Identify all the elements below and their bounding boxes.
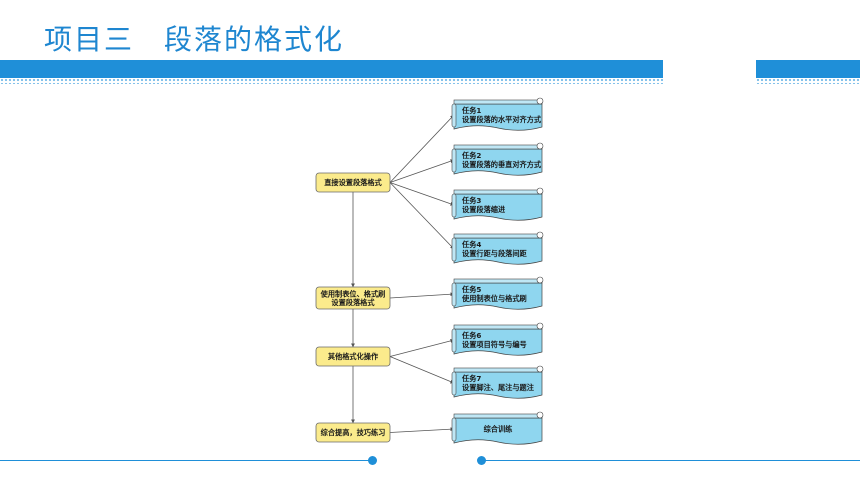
edge-L1-R2 bbox=[389, 159, 455, 183]
scroll-left-roll bbox=[451, 282, 457, 307]
scroll-left-roll bbox=[451, 148, 457, 173]
header-band-left bbox=[0, 60, 663, 84]
node-label-line: 任务4 bbox=[461, 240, 481, 249]
scroll-top-roll bbox=[453, 144, 543, 150]
footer-dot-right bbox=[477, 456, 486, 465]
edge-L4-R8 bbox=[389, 427, 455, 433]
node-label-line: 设置行距与段落间距 bbox=[462, 249, 528, 258]
scroll-curl-right bbox=[536, 142, 544, 150]
scroll-left-roll bbox=[451, 417, 457, 442]
node-label-line: 使用制表位、格式刷 bbox=[320, 289, 386, 298]
scroll-top-roll bbox=[453, 413, 543, 419]
node-label-line: 设置项目符号与编号 bbox=[462, 340, 527, 349]
node-label-line: 设置段落的垂直对齐方式 bbox=[462, 160, 542, 169]
scroll-curl-right bbox=[536, 276, 544, 284]
scroll-curl-right bbox=[536, 97, 544, 105]
node-label-line: 综合训练 bbox=[484, 425, 514, 434]
scroll-curl-right bbox=[536, 365, 544, 373]
edge-L2-R5 bbox=[389, 292, 455, 299]
diagram-edges bbox=[351, 114, 455, 433]
left-node-box bbox=[315, 346, 391, 367]
node-label-line: 任务6 bbox=[461, 331, 481, 340]
node-label-line: 设置段落缩进 bbox=[462, 205, 506, 214]
node-label-line: 直接设置段落格式 bbox=[324, 178, 382, 187]
scroll-left-roll bbox=[451, 193, 457, 218]
node-label-line: 其他格式化操作 bbox=[328, 352, 379, 361]
scroll-body bbox=[453, 371, 543, 399]
node-label-line: 任务7 bbox=[461, 374, 481, 383]
node-label-line: 设置脚注、尾注与题注 bbox=[462, 383, 535, 392]
scroll-body bbox=[453, 417, 543, 445]
node-label-line: 设置段落格式 bbox=[331, 298, 375, 307]
scroll-body bbox=[453, 328, 543, 356]
left-node-box bbox=[315, 422, 391, 443]
scroll-body bbox=[453, 148, 543, 176]
scroll-top-roll bbox=[453, 189, 543, 195]
edge-L1-R1 bbox=[389, 114, 455, 183]
scroll-left-roll bbox=[451, 371, 457, 396]
scroll-left-roll bbox=[451, 103, 457, 128]
scroll-top-roll bbox=[453, 278, 543, 284]
footer-line-left bbox=[0, 460, 372, 461]
header-band-right bbox=[756, 60, 860, 84]
edge-L1-R3 bbox=[389, 182, 455, 206]
edge-L1-R4 bbox=[389, 182, 455, 250]
page-title: 项目三 段落的格式化 bbox=[44, 23, 345, 56]
scroll-top-roll bbox=[453, 324, 543, 330]
scroll-left-roll bbox=[451, 328, 457, 353]
diagram-nodes: 直接设置段落格式使用制表位、格式刷设置段落格式其他格式化操作综合提高，技巧练习任… bbox=[315, 97, 544, 445]
edge-L3-R6 bbox=[389, 338, 455, 357]
left-node-box bbox=[315, 286, 391, 310]
scroll-curl-right bbox=[536, 322, 544, 330]
node-label-line: 任务2 bbox=[461, 151, 481, 160]
scroll-body bbox=[453, 282, 543, 310]
scroll-curl-right bbox=[536, 231, 544, 239]
scroll-left-roll bbox=[451, 237, 457, 262]
scroll-body bbox=[453, 103, 543, 131]
scroll-curl-right bbox=[536, 411, 544, 419]
edge-L3-R7 bbox=[389, 356, 455, 384]
node-label-line: 综合提高，技巧练习 bbox=[321, 428, 386, 437]
task-scroll-8: 综合训练 bbox=[451, 411, 544, 445]
node-label-line: 任务3 bbox=[461, 196, 481, 205]
node-label-line: 任务5 bbox=[461, 285, 481, 294]
left-node-3: 其他格式化操作 bbox=[315, 346, 391, 367]
scroll-body bbox=[453, 237, 543, 265]
node-label-line: 使用制表位与格式刷 bbox=[461, 294, 527, 303]
scroll-top-roll bbox=[453, 233, 543, 239]
scroll-top-roll bbox=[453, 367, 543, 373]
node-label-line: 任务1 bbox=[461, 106, 481, 115]
node-label-line: 设置段落的水平对齐方式 bbox=[462, 115, 542, 124]
footer-line-right bbox=[482, 460, 860, 461]
footer-dot-left bbox=[368, 456, 377, 465]
scroll-curl-right bbox=[536, 187, 544, 195]
scroll-body bbox=[453, 193, 543, 221]
left-node-4: 综合提高，技巧练习 bbox=[315, 422, 391, 443]
left-node-box bbox=[315, 172, 391, 193]
left-node-1: 直接设置段落格式 bbox=[315, 172, 391, 193]
scroll-top-roll bbox=[453, 99, 543, 105]
